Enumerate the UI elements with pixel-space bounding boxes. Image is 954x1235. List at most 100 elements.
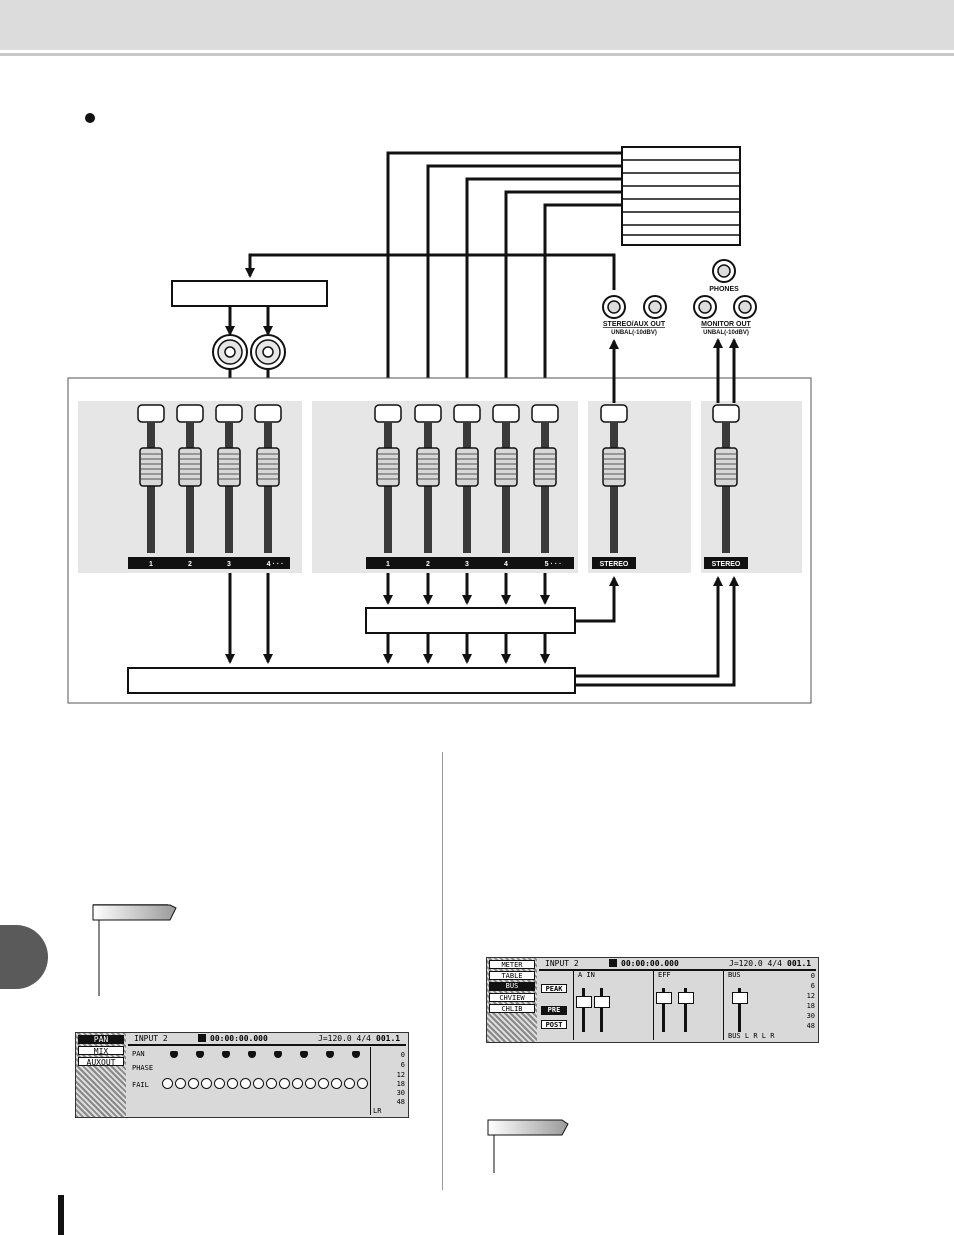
lcd-header-input: INPUT 2 <box>545 959 579 968</box>
lcd-scale-value: 48 <box>806 1022 815 1030</box>
lcd-tempo: J=120.0 4/4 <box>729 959 782 968</box>
lcd-tab-pan[interactable]: PAN <box>78 1035 124 1044</box>
lcd-header: INPUT 2 00:00:00.000 J=120.0 4/4 001.1 <box>128 1034 406 1046</box>
fader-group-panel <box>701 401 802 573</box>
label-strip <box>366 557 574 569</box>
lcd-header: INPUT 2 00:00:00.000 J=120.0 4/4 001.1 <box>539 959 816 971</box>
lcd-tab-chview[interactable]: CHVIEW <box>489 993 535 1002</box>
lcd-bar: 001.1 <box>376 1034 401 1043</box>
header-band <box>0 0 954 50</box>
fader-cap-icon <box>492 404 520 423</box>
lcd-tab-chlib[interactable]: CHLIB <box>489 1004 535 1013</box>
lcd-scale-value: 30 <box>806 1012 815 1020</box>
channel-label: 3 <box>465 561 469 568</box>
fader-track <box>147 422 155 553</box>
lcd-footer: LR <box>373 1107 382 1115</box>
fader-knob-icon <box>376 447 400 487</box>
lcd-pan-knob-icon <box>318 1078 329 1089</box>
lcd-pan-knob-icon <box>201 1078 212 1089</box>
lcd-row-label: FAIL <box>132 1081 149 1089</box>
column-divider <box>442 752 443 1190</box>
lcd-pan-knob-icon <box>357 1078 368 1089</box>
lcd-section-title: BUS <box>728 971 741 979</box>
lcd-row-label: PAN <box>132 1050 145 1058</box>
channel-label: STEREO <box>600 561 629 568</box>
fader-cap-icon <box>531 404 559 423</box>
lcd-footer-label: L <box>761 1032 766 1040</box>
fader-knob-icon <box>178 447 202 487</box>
lcd-pan-knob-icon <box>292 1078 303 1089</box>
stereo-aux-label: STEREO/AUX OUT <box>603 321 666 328</box>
lcd-post-button[interactable]: POST <box>541 1020 567 1029</box>
lcd-pre-button[interactable]: PRE <box>541 1006 567 1015</box>
lcd-knob-area <box>162 1048 368 1112</box>
lcd-section-eff: EFF <box>653 970 724 1040</box>
lcd-scale-value: 12 <box>806 992 815 1000</box>
lcd-tab-mix[interactable]: MIX <box>78 1046 124 1056</box>
lcd-fader <box>600 988 603 1032</box>
fader-cap-icon <box>176 404 204 423</box>
lcd-scale-value: 18 <box>806 1002 815 1010</box>
lcd-pan-knob-icon <box>253 1078 264 1089</box>
combo-jack-icon <box>250 334 286 370</box>
fader-group-panel <box>312 401 578 573</box>
lcd-peak-button[interactable]: PEAK <box>541 984 567 993</box>
lcd-pan-knob-icon <box>266 1078 277 1089</box>
aux-return-line <box>245 253 616 290</box>
lcd-pan-knob-icon <box>162 1078 173 1089</box>
lcd-pan-indicator-icon <box>170 1051 178 1058</box>
header-rule <box>0 53 954 56</box>
channel-label: 2 <box>188 561 192 568</box>
fader-cap-icon <box>254 404 282 423</box>
lcd-section-bus: BUS 0 6 12 18 30 48 BUS L R L R <box>723 970 817 1040</box>
phones-jack-icon <box>712 259 736 283</box>
fader-knob-icon <box>217 447 241 487</box>
lcd-timecode: 00:00:00.000 <box>210 1034 268 1043</box>
lcd-view-screen: METER TABLE BUS CHVIEW CHLIB INPUT 2 00:… <box>486 957 819 1043</box>
lcd-pan-knob-icon <box>175 1078 186 1089</box>
fader-knob-icon <box>139 447 163 487</box>
lcd-tab-meter[interactable]: METER <box>489 960 535 969</box>
fader-track <box>225 422 233 553</box>
lcd-scale-value: 30 <box>396 1089 405 1097</box>
lcd-tab-auxout[interactable]: AUXOUT <box>78 1057 124 1067</box>
lcd-fader <box>582 988 585 1032</box>
fader-knob-icon <box>533 447 557 487</box>
fader-cap-icon <box>453 404 481 423</box>
fader-knob-icon <box>494 447 518 487</box>
combo-jack-icon <box>212 334 248 370</box>
stereo-bus-box <box>127 667 576 694</box>
fader-cap-icon <box>712 404 740 423</box>
lcd-header-input: INPUT 2 <box>134 1034 168 1043</box>
lcd-fader-knob <box>594 996 610 1008</box>
channel-label: 1 <box>149 561 153 568</box>
lcd-pan-indicator-icon <box>300 1051 308 1058</box>
lcd-pan-indicator-icon <box>196 1051 204 1058</box>
output-box <box>621 146 741 246</box>
lcd-fader-knob <box>678 992 694 1004</box>
box-to-channels-lines <box>383 151 622 400</box>
label-strip <box>592 557 636 569</box>
channel-label: 4 · · · <box>267 561 284 568</box>
channel-label: 2 <box>426 561 430 568</box>
lcd-section-ain: A IN <box>573 970 654 1040</box>
lock-icon <box>198 1034 206 1042</box>
monitor-sublabel: UNBAL(-10dBV) <box>703 330 749 336</box>
lcd-pan-knob-icon <box>344 1078 355 1089</box>
lcd-pan-knob-icon <box>227 1078 238 1089</box>
phones-label: PHONES <box>709 286 739 293</box>
lcd-tab-bus[interactable]: BUS <box>489 982 535 991</box>
lcd-footer-label: R <box>753 1032 758 1040</box>
fader-output-lines <box>225 338 739 687</box>
fader-knob-icon <box>455 447 479 487</box>
effect-bus-box <box>365 607 576 634</box>
label-strip <box>704 557 748 569</box>
lcd-tab-table[interactable]: TABLE <box>489 971 535 980</box>
lcd-fader-knob <box>732 992 748 1004</box>
lcd-bar: 001.1 <box>787 959 812 968</box>
lcd-scale-value: 6 <box>400 1061 405 1069</box>
fader-track <box>424 422 432 553</box>
label-strip <box>128 557 290 569</box>
fader-track <box>264 422 272 553</box>
